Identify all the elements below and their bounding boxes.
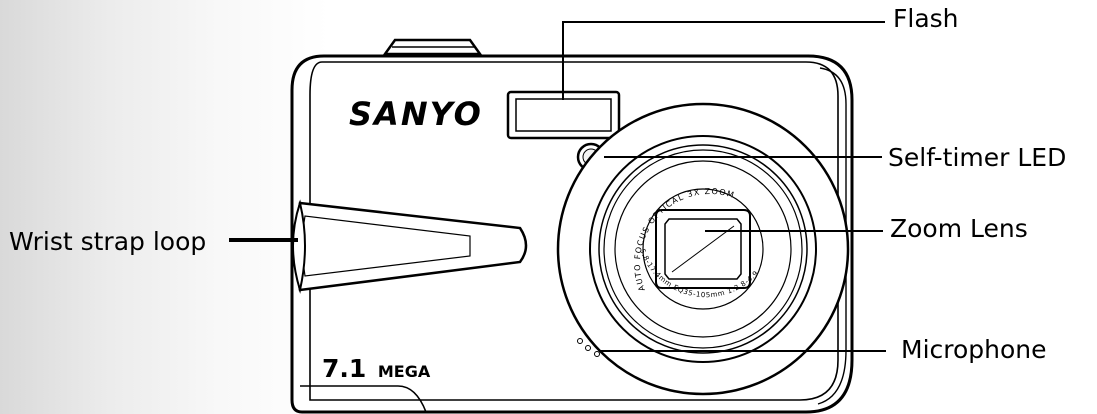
microphone-hole [594,351,600,357]
camera-body-inner [309,61,839,401]
lens-reflection [671,225,735,273]
label-microphone: Microphone [901,335,1047,364]
label-flash: Flash [893,4,959,33]
label-zoom-lens: Zoom Lens [890,214,1028,243]
camera-bottom-groove [300,385,427,413]
callout-line-flash [562,21,885,100]
label-self-timer-led: Self-timer LED [888,143,1067,172]
brand-logo: SANYO [349,95,483,133]
microphone-hole [585,345,591,351]
flash-window-inner [515,98,612,132]
model-badge-number: 7.1 [322,354,366,383]
model-badge: 7.1 MEGA [322,354,431,383]
label-wrist-strap-loop: Wrist strap loop [9,227,207,256]
microphone-hole [577,338,583,344]
model-badge-word: MEGA [378,362,431,381]
wrist-strap-loop [292,199,306,294]
